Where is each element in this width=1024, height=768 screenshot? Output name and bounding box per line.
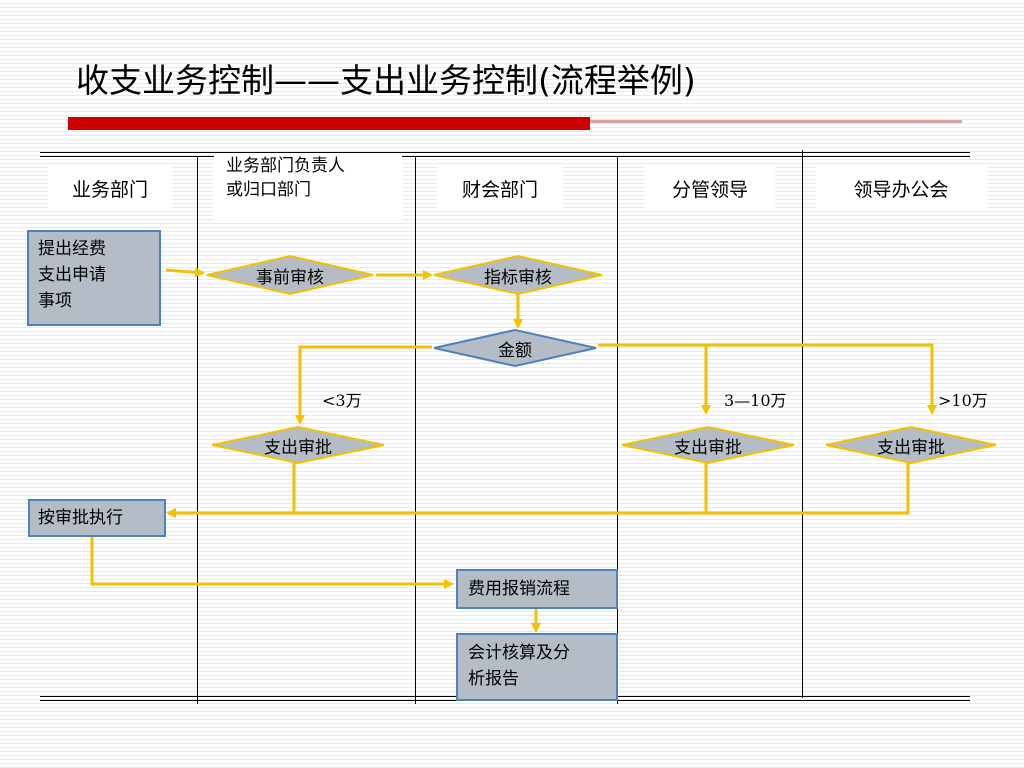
lane-header-leadership-office: 领导办公会: [815, 166, 987, 210]
lane-divider-2: [415, 156, 416, 704]
lane-header-supervising-leader-text: 分管领导: [671, 178, 748, 201]
arrow-amount-to-high: [598, 343, 937, 415]
lane-divider-3: [617, 156, 618, 704]
lane-header-leadership-office-text: 领导办公会: [853, 178, 949, 201]
node-approval-office-text: 支出审批: [877, 437, 945, 458]
node-pre-review-text: 事前审核: [256, 267, 324, 288]
lane-header-business-dept-text: 业务部门: [71, 178, 148, 201]
diamond-shape: [621, 425, 795, 465]
node-execute-text: 按审批执行: [38, 508, 123, 528]
diamond-shape: [825, 425, 997, 465]
condition-mid: 3—10万: [724, 391, 787, 410]
node-execute: 按审批执行: [28, 499, 166, 537]
node-approval-supervisor: 支出审批: [620, 425, 796, 465]
lane-divider-4: [802, 150, 803, 698]
arrow-request-to-prereview: [165, 267, 205, 278]
lane-header-finance-dept: 财会部门: [438, 166, 562, 210]
node-reimbursement: 费用报销流程: [456, 569, 618, 609]
condition-high: >10万: [938, 391, 988, 410]
node-budget-review: 指标审核: [432, 254, 604, 296]
diamond-shape: [433, 328, 597, 368]
node-approval-office: 支出审批: [824, 425, 998, 465]
node-approval-dept: 支出审批: [210, 425, 386, 465]
arrow-execute-to-reimbursement: [90, 533, 454, 589]
node-reimbursement-text: 费用报销流程: [468, 579, 570, 599]
title-underline-bar: [68, 117, 590, 130]
title-underline-line: [590, 120, 962, 123]
lane-header-dept-head-line2: 或归口部门: [226, 180, 311, 200]
diamond-shape: [206, 254, 374, 296]
node-submit-request: 提出经费 支出申请 事项: [27, 230, 161, 326]
table-top-border-2: [40, 156, 970, 157]
arrow-amount-to-low: [295, 345, 432, 425]
page-title: 收支业务控制——支出业务控制(流程举例): [76, 61, 696, 100]
node-accounting-line2: 析报告: [468, 669, 519, 689]
node-budget-review-text: 指标审核: [484, 267, 552, 288]
diamond-shape: [433, 254, 603, 296]
condition-low: <3万: [322, 391, 362, 410]
lane-header-dept-head-line1: 业务部门负责人: [226, 156, 345, 176]
node-approval-dept-text: 支出审批: [264, 437, 332, 458]
node-pre-review: 事前审核: [205, 254, 375, 296]
lane-header-supervising-leader: 分管领导: [645, 166, 775, 210]
node-amount: 金额: [432, 328, 598, 368]
node-approval-supervisor-text: 支出审批: [674, 437, 742, 458]
lane-header-dept-head: 业务部门负责人 或归口部门: [214, 154, 402, 220]
diamond-shape: [211, 425, 385, 465]
lane-divider-1: [197, 156, 198, 704]
lane-header-finance-dept-text: 财会部门: [461, 178, 538, 201]
arrow-approvals-to-execute: [166, 463, 910, 518]
node-accounting: 会计核算及分 析报告: [456, 633, 618, 701]
node-submit-request-line1: 提出经费: [38, 239, 106, 259]
table-top-border: [40, 152, 970, 153]
node-amount-text: 金额: [498, 340, 532, 361]
lane-header-business-dept: 业务部门: [48, 166, 172, 210]
node-submit-request-line3: 事项: [38, 291, 72, 311]
node-accounting-line1: 会计核算及分: [468, 643, 570, 663]
node-submit-request-line2: 支出申请: [38, 265, 106, 285]
